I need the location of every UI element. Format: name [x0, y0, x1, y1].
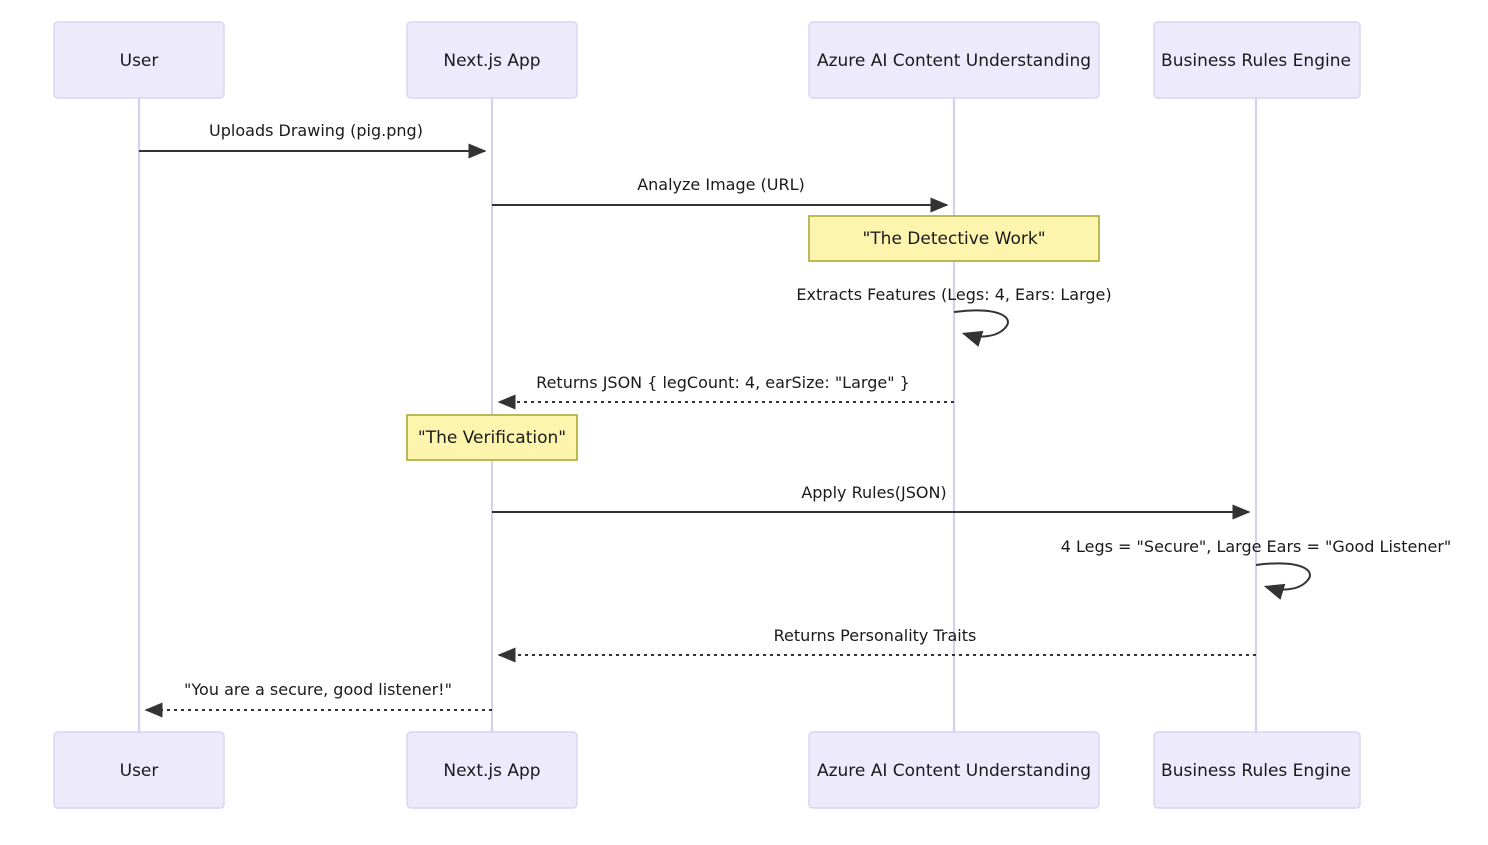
participant-label: Next.js App — [443, 761, 540, 781]
participant-azure-top[interactable]: Azure AI Content Understanding — [808, 21, 1100, 99]
participant-label: User — [120, 51, 159, 71]
message-extracts-features[interactable]: Extracts Features (Legs: 4, Ears: Large) — [796, 285, 1112, 347]
message-apply-rules[interactable]: Apply Rules(JSON) — [492, 483, 1251, 520]
participant-box[interactable] — [53, 731, 225, 809]
participant-box[interactable] — [808, 21, 1100, 99]
message-label: 4 Legs = "Secure", Large Ears = "Good Li… — [1061, 537, 1452, 556]
note-detective-work[interactable]: "The Detective Work" — [808, 215, 1100, 262]
self-loop-arrow[interactable] — [953, 309, 1009, 347]
participant-box[interactable] — [406, 21, 578, 99]
participant-box[interactable] — [406, 731, 578, 809]
participant-box[interactable] — [1153, 731, 1361, 809]
message-returns-personality-traits[interactable]: Returns Personality Traits — [497, 626, 1256, 663]
note-label: "The Verification" — [418, 428, 566, 448]
participant-boxes-top: User Next.js App Azure AI Content Unders… — [53, 21, 1361, 99]
participant-user-bottom[interactable]: User — [53, 731, 225, 809]
participant-label: Business Rules Engine — [1161, 51, 1351, 71]
participant-label: Azure AI Content Understanding — [817, 51, 1091, 71]
participant-box[interactable] — [808, 731, 1100, 809]
note-box[interactable] — [808, 215, 1100, 262]
participant-nextjs-top[interactable]: Next.js App — [406, 21, 578, 99]
note-verification[interactable]: "The Verification" — [406, 414, 578, 461]
message-rules-evaluation[interactable]: 4 Legs = "Secure", Large Ears = "Good Li… — [1061, 537, 1452, 600]
participant-azure-bottom[interactable]: Azure AI Content Understanding — [808, 731, 1100, 809]
message-label: Returns JSON { legCount: 4, earSize: "La… — [536, 373, 910, 392]
message-label: Analyze Image (URL) — [637, 175, 805, 194]
message-uploads-drawing[interactable]: Uploads Drawing (pig.png) — [139, 121, 487, 159]
lifelines — [137, 98, 1258, 732]
participant-nextjs-bottom[interactable]: Next.js App — [406, 731, 578, 809]
participant-rules-bottom[interactable]: Business Rules Engine — [1153, 731, 1361, 809]
message-analyze-image[interactable]: Analyze Image (URL) — [492, 175, 949, 213]
participant-box[interactable] — [1153, 21, 1361, 99]
participant-label: Business Rules Engine — [1161, 761, 1351, 781]
participant-rules-top[interactable]: Business Rules Engine — [1153, 21, 1361, 99]
message-label: "You are a secure, good listener!" — [184, 680, 452, 699]
participant-user-top[interactable]: User — [53, 21, 225, 99]
participant-label: Next.js App — [443, 51, 540, 71]
message-returns-json[interactable]: Returns JSON { legCount: 4, earSize: "La… — [497, 373, 954, 410]
message-label: Extracts Features (Legs: 4, Ears: Large) — [796, 285, 1111, 304]
message-label: Apply Rules(JSON) — [801, 483, 946, 502]
message-label: Uploads Drawing (pig.png) — [209, 121, 423, 140]
participant-label: Azure AI Content Understanding — [817, 761, 1091, 781]
message-final-response[interactable]: "You are a secure, good listener!" — [144, 680, 492, 718]
note-box[interactable] — [406, 414, 578, 461]
participant-label: User — [120, 761, 159, 781]
message-label: Returns Personality Traits — [774, 626, 977, 645]
note-label: "The Detective Work" — [862, 229, 1045, 249]
self-loop-arrow[interactable] — [1255, 562, 1311, 600]
participant-box[interactable] — [53, 21, 225, 99]
participant-boxes-bottom: User Next.js App Azure AI Content Unders… — [53, 731, 1361, 809]
